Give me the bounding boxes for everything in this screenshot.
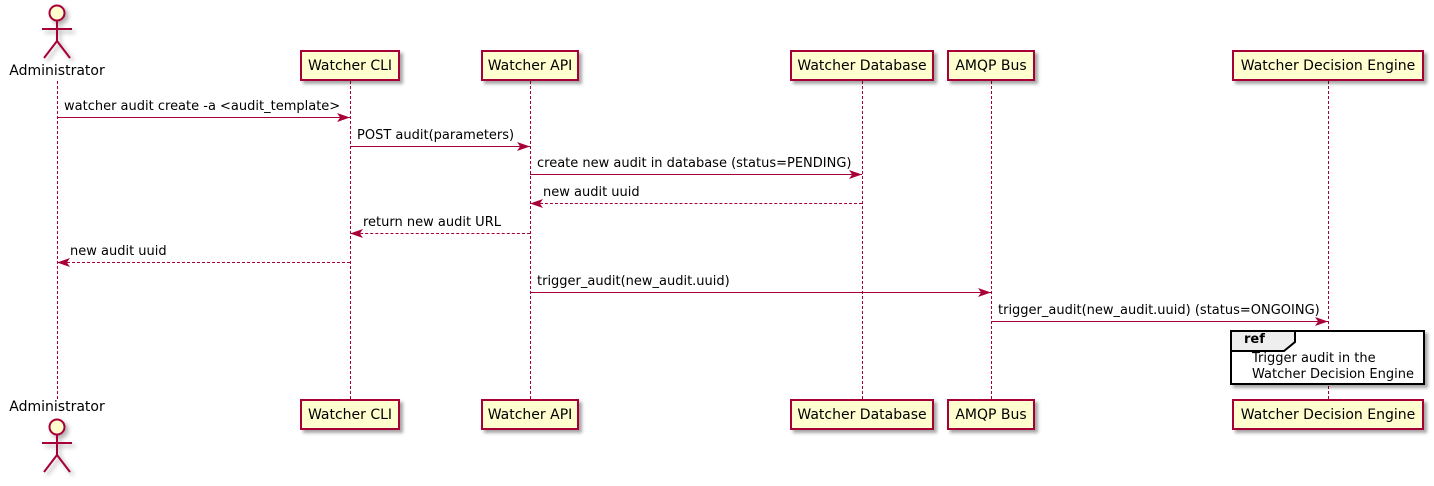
participant-label: AMQP Bus <box>955 406 1027 423</box>
message-label: POST audit(parameters) <box>357 128 515 143</box>
message-label: new audit uuid <box>543 185 640 200</box>
arrowhead-icon <box>337 113 350 122</box>
participant-watcher-database-bottom: Watcher Database <box>790 399 934 430</box>
message-line <box>350 233 530 234</box>
arrowhead-icon <box>530 199 543 208</box>
message-line <box>57 262 350 263</box>
message-label: create new audit in database (status=PEN… <box>537 156 852 171</box>
participant-label: AMQP Bus <box>955 57 1027 74</box>
actor-icon <box>37 3 77 66</box>
actor-icon <box>37 417 77 480</box>
actor-label-administrator-bottom: Administrator <box>9 399 105 415</box>
participant-label: Watcher CLI <box>307 406 393 423</box>
ref-tab <box>1230 330 1298 357</box>
participant-label: Watcher Database <box>797 57 927 74</box>
participant-label: Watcher Decision Engine <box>1240 406 1416 423</box>
message-line <box>530 203 862 204</box>
message-label: trigger_audit(new_audit.uuid) (status=ON… <box>998 303 1320 318</box>
message-line <box>530 292 991 293</box>
participant-watcher-api-top: Watcher API <box>481 50 579 81</box>
message-label: watcher audit create -a <audit_template> <box>64 99 341 114</box>
participant-label: Watcher API <box>487 57 573 74</box>
participant-watcher-cli-top: Watcher CLI <box>300 50 400 81</box>
message-line <box>991 321 1328 322</box>
message-label: return new audit URL <box>363 215 501 230</box>
participant-label: Watcher API <box>487 406 573 423</box>
participant-watcher-database-top: Watcher Database <box>790 50 934 81</box>
message-line <box>350 146 530 147</box>
participant-amqp-bus-top: AMQP Bus <box>947 50 1035 81</box>
message-label: new audit uuid <box>70 244 167 259</box>
lifeline-watcher-api <box>530 81 531 399</box>
message-line <box>530 174 862 175</box>
participant-watcher-cli-bottom: Watcher CLI <box>300 399 400 430</box>
lifeline-watcher-decision-engine <box>1328 81 1329 399</box>
message-line <box>57 117 350 118</box>
participant-label: Watcher Database <box>797 406 927 423</box>
actor-label-administrator-top: Administrator <box>9 63 105 79</box>
arrowhead-icon <box>1315 317 1328 326</box>
lifeline-watcher-cli <box>350 81 351 399</box>
arrowhead-icon <box>350 229 363 238</box>
participant-watcher-api-bottom: Watcher API <box>481 399 579 430</box>
participant-watcher-decision-engine-bottom: Watcher Decision Engine <box>1232 399 1424 430</box>
ref-text-line: Trigger audit in the <box>1252 351 1376 366</box>
participant-amqp-bus-bottom: AMQP Bus <box>947 399 1035 430</box>
message-label: trigger_audit(new_audit.uuid) <box>537 274 730 289</box>
participant-watcher-decision-engine-top: Watcher Decision Engine <box>1232 50 1424 81</box>
arrowhead-icon <box>517 142 530 151</box>
participant-label: Watcher Decision Engine <box>1240 57 1416 74</box>
arrowhead-icon <box>57 258 70 267</box>
ref-text-line: Watcher Decision Engine <box>1252 367 1414 382</box>
ref-keyword: ref <box>1244 332 1265 347</box>
arrowhead-icon <box>849 170 862 179</box>
arrowhead-icon <box>978 288 991 297</box>
lifeline-watcher-database <box>862 81 863 399</box>
participant-label: Watcher CLI <box>307 57 393 74</box>
lifeline-amqp-bus <box>991 81 992 399</box>
lifeline-administrator <box>57 81 58 399</box>
